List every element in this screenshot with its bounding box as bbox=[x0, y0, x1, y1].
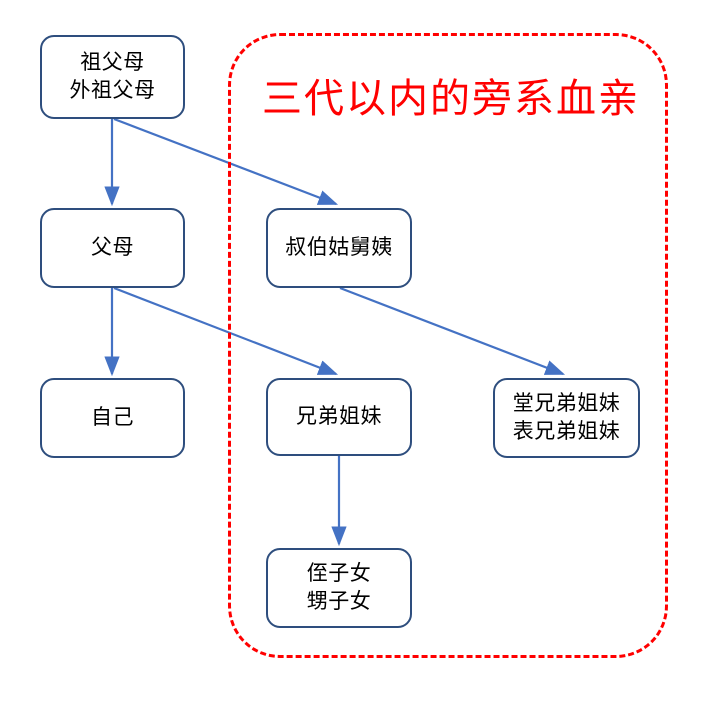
node-siblings[interactable]: 兄弟姐妹 bbox=[266, 378, 412, 456]
node-parents[interactable]: 父母 bbox=[40, 208, 185, 288]
node-grandparents[interactable]: 祖父母 外祖父母 bbox=[40, 35, 185, 119]
group-title: 三代以内的旁系血亲 bbox=[262, 77, 640, 121]
node-uncles-aunts[interactable]: 叔伯姑舅姨 bbox=[266, 208, 412, 288]
node-cousins[interactable]: 堂兄弟姐妹 表兄弟姐妹 bbox=[493, 378, 640, 458]
node-self[interactable]: 自己 bbox=[40, 378, 185, 458]
node-nephews[interactable]: 侄子女 甥子女 bbox=[266, 548, 412, 628]
